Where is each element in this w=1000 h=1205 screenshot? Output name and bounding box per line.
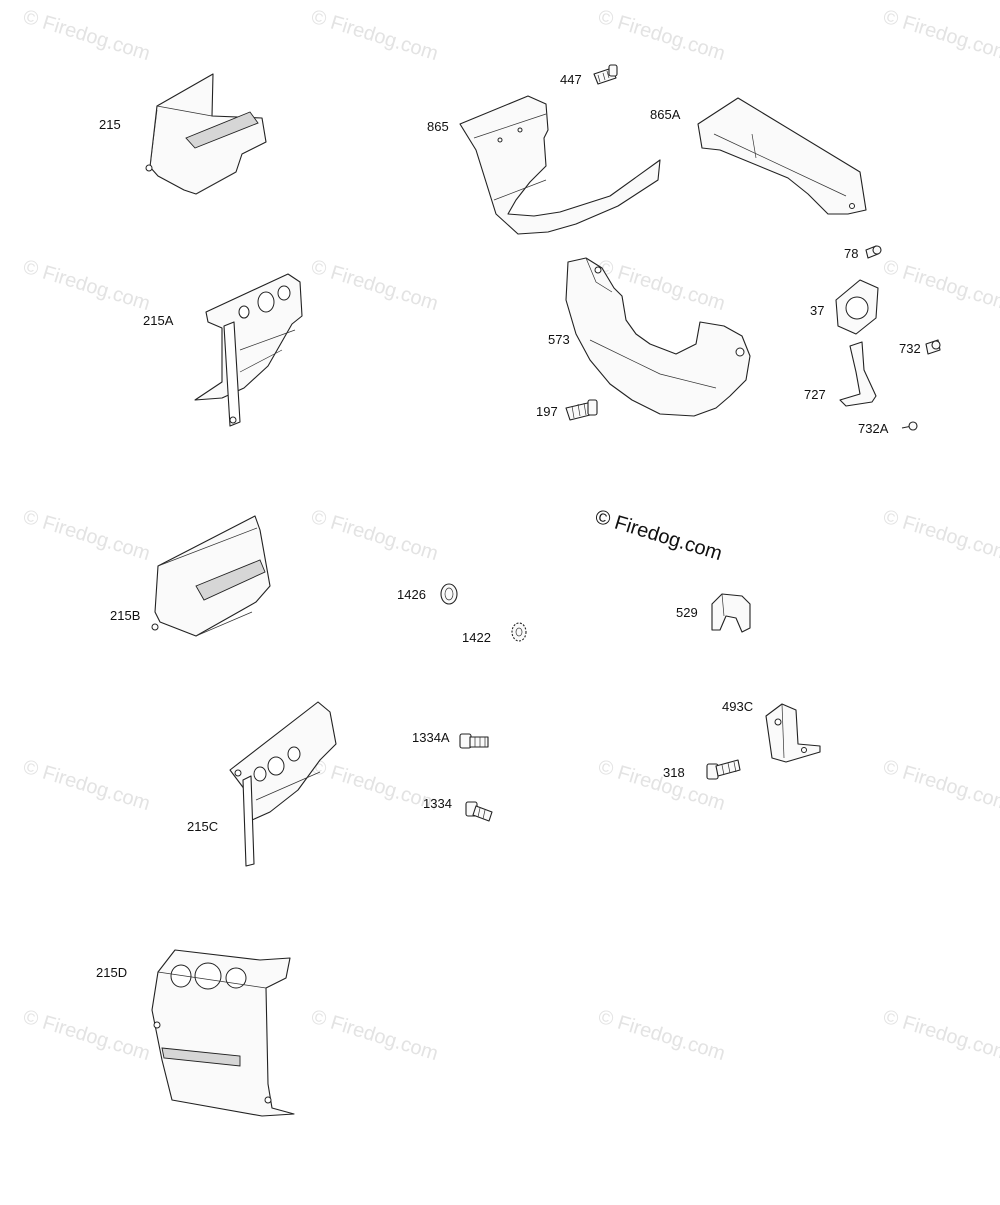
watermark: © Firedog.com: [881, 6, 1000, 65]
watermark: © Firedog.com: [881, 756, 1000, 815]
label-215C: 215C: [187, 819, 218, 834]
label-493C: 493C: [722, 699, 753, 714]
watermark: © Firedog.com: [21, 1006, 153, 1065]
label-215: 215: [99, 117, 121, 132]
watermark: © Firedog.com: [881, 256, 1000, 315]
part-215C-shroud: 215C: [187, 701, 337, 867]
part-865-baffle: 865: [427, 95, 661, 235]
watermark: © Firedog.com: [309, 756, 441, 815]
part-1426-nut: 1426: [397, 583, 458, 605]
part-493C-bracket: 493C: [722, 699, 821, 763]
watermark: © Firedog.com: [596, 1006, 728, 1065]
label-78: 78: [844, 246, 858, 261]
label-732A: 732A: [858, 421, 889, 436]
part-865A-baffle: 865A: [650, 97, 867, 215]
part-215B-shroud: 215B: [110, 515, 271, 637]
part-1334A-bolt: 1334A: [412, 730, 489, 749]
part-529-grommet: 529: [676, 593, 751, 633]
part-37-plate: 37: [810, 279, 879, 335]
part-78-screw: 78: [844, 245, 882, 261]
label-732: 732: [899, 341, 921, 356]
watermark: © Firedog.com: [21, 506, 153, 565]
part-573-housing: 573: [548, 257, 751, 417]
part-447-screw: 447: [560, 64, 618, 87]
label-37: 37: [810, 303, 824, 318]
label-215A: 215A: [143, 313, 174, 328]
part-215A-shroud: 215A: [143, 273, 303, 427]
label-318: 318: [663, 765, 685, 780]
watermark: © Firedog.com: [309, 1006, 441, 1065]
watermark: © Firedog.com: [21, 756, 153, 815]
watermark: © Firedog.com: [309, 506, 441, 565]
watermark: © Firedog.com: [881, 1006, 1000, 1065]
label-215B: 215B: [110, 608, 140, 623]
part-1334-bolt: 1334: [423, 796, 493, 822]
label-573: 573: [548, 332, 570, 347]
part-732A-screw: 732A: [858, 421, 918, 436]
label-1334: 1334: [423, 796, 452, 811]
part-732-screw: 732: [899, 339, 941, 356]
label-215D: 215D: [96, 965, 127, 980]
part-215-shroud: 215: [99, 73, 267, 195]
watermark: © Firedog.com: [21, 256, 153, 315]
label-197: 197: [536, 404, 558, 419]
label-865: 865: [427, 119, 449, 134]
part-318-bolt: 318: [663, 759, 741, 780]
label-1334A: 1334A: [412, 730, 450, 745]
watermark: © Firedog.com: [309, 6, 441, 65]
watermark: © Firedog.com: [596, 6, 728, 65]
part-197-bolt: 197: [536, 399, 598, 421]
label-727: 727: [804, 387, 826, 402]
label-1422: 1422: [462, 630, 491, 645]
label-447: 447: [560, 72, 582, 87]
watermark: © Firedog.com: [881, 506, 1000, 565]
part-1422-washer: 1422: [462, 622, 527, 645]
watermark: © Firedog.com: [21, 6, 153, 65]
part-727-bracket: 727: [804, 341, 877, 407]
watermark-center: © Firedog.com: [593, 506, 725, 565]
part-215D-shroud: 215D: [96, 949, 295, 1117]
label-529: 529: [676, 605, 698, 620]
watermark: © Firedog.com: [309, 256, 441, 315]
label-1426: 1426: [397, 587, 426, 602]
label-865A: 865A: [650, 107, 681, 122]
